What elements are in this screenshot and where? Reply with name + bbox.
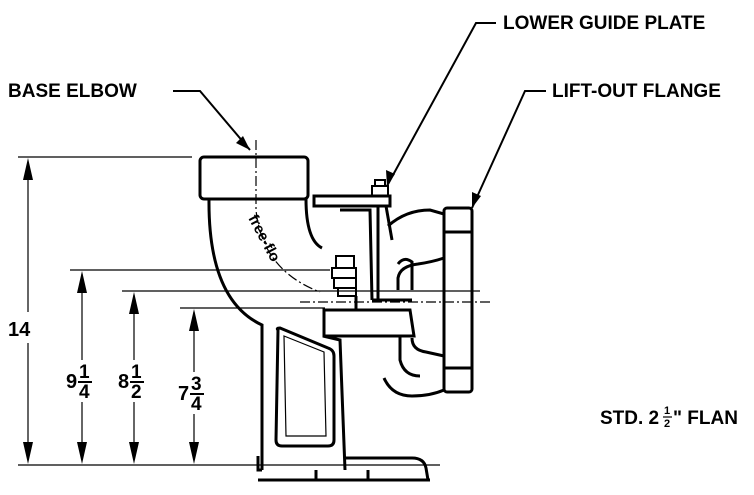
lower-guide-plate-leader — [386, 22, 496, 187]
dimension-d3-num: 3 — [191, 374, 202, 395]
elbow-marking: free-flo — [244, 212, 283, 265]
base-elbow-arrow — [236, 136, 250, 150]
label-std-flange: STD. 2 1 2 " FLAN — [600, 405, 738, 430]
lower-guide-plate-text: LOWER GUIDE PLATE — [503, 13, 705, 34]
dimension-d2: 8 1 2 — [118, 292, 144, 464]
lift-out-flange-arrow — [472, 192, 481, 208]
std-flange-frac-num: 1 — [664, 405, 670, 417]
dimension-overall: 14 — [8, 158, 33, 464]
label-lower-guide-plate: LOWER GUIDE PLATE — [386, 13, 705, 187]
extension-lines — [18, 156, 480, 466]
dimension-d3-whole: 7 — [178, 383, 189, 405]
lower-guide-plate-arrow — [386, 170, 395, 186]
lower-guide-plate-part — [312, 179, 416, 338]
base-elbow-leader — [173, 90, 251, 151]
base-elbow-body — [198, 155, 430, 482]
base-elbow-text: BASE ELBOW — [8, 81, 137, 102]
label-base-elbow: BASE ELBOW — [8, 81, 251, 151]
lift-out-flange-leader — [471, 90, 546, 209]
dimension-overall-value: 14 — [8, 319, 31, 341]
lift-out-flange-text: LIFT-OUT FLANGE — [552, 81, 721, 102]
elbow-centerline — [255, 140, 490, 303]
dimension-d3-den: 4 — [191, 394, 202, 415]
label-lift-out-flange: LIFT-OUT FLANGE — [471, 81, 721, 209]
dimension-d2-num: 1 — [131, 362, 142, 383]
dimension-d1: 9 1 4 — [66, 271, 92, 464]
dimension-d1-whole: 9 — [66, 371, 77, 393]
dimension-d2-den: 2 — [131, 382, 142, 403]
elbow-marking-text: free-flo — [244, 212, 283, 265]
dimension-d1-num: 1 — [79, 362, 90, 383]
std-flange-suffix: " FLAN — [673, 408, 738, 429]
dimension-d1-den: 4 — [79, 382, 90, 403]
std-flange-prefix: STD. 2 — [600, 408, 659, 429]
std-flange-frac-den: 2 — [664, 418, 670, 430]
lift-out-flange-part — [382, 206, 474, 398]
dimension-d2-whole: 8 — [118, 371, 129, 393]
dimension-d3: 7 3 4 — [178, 309, 204, 464]
